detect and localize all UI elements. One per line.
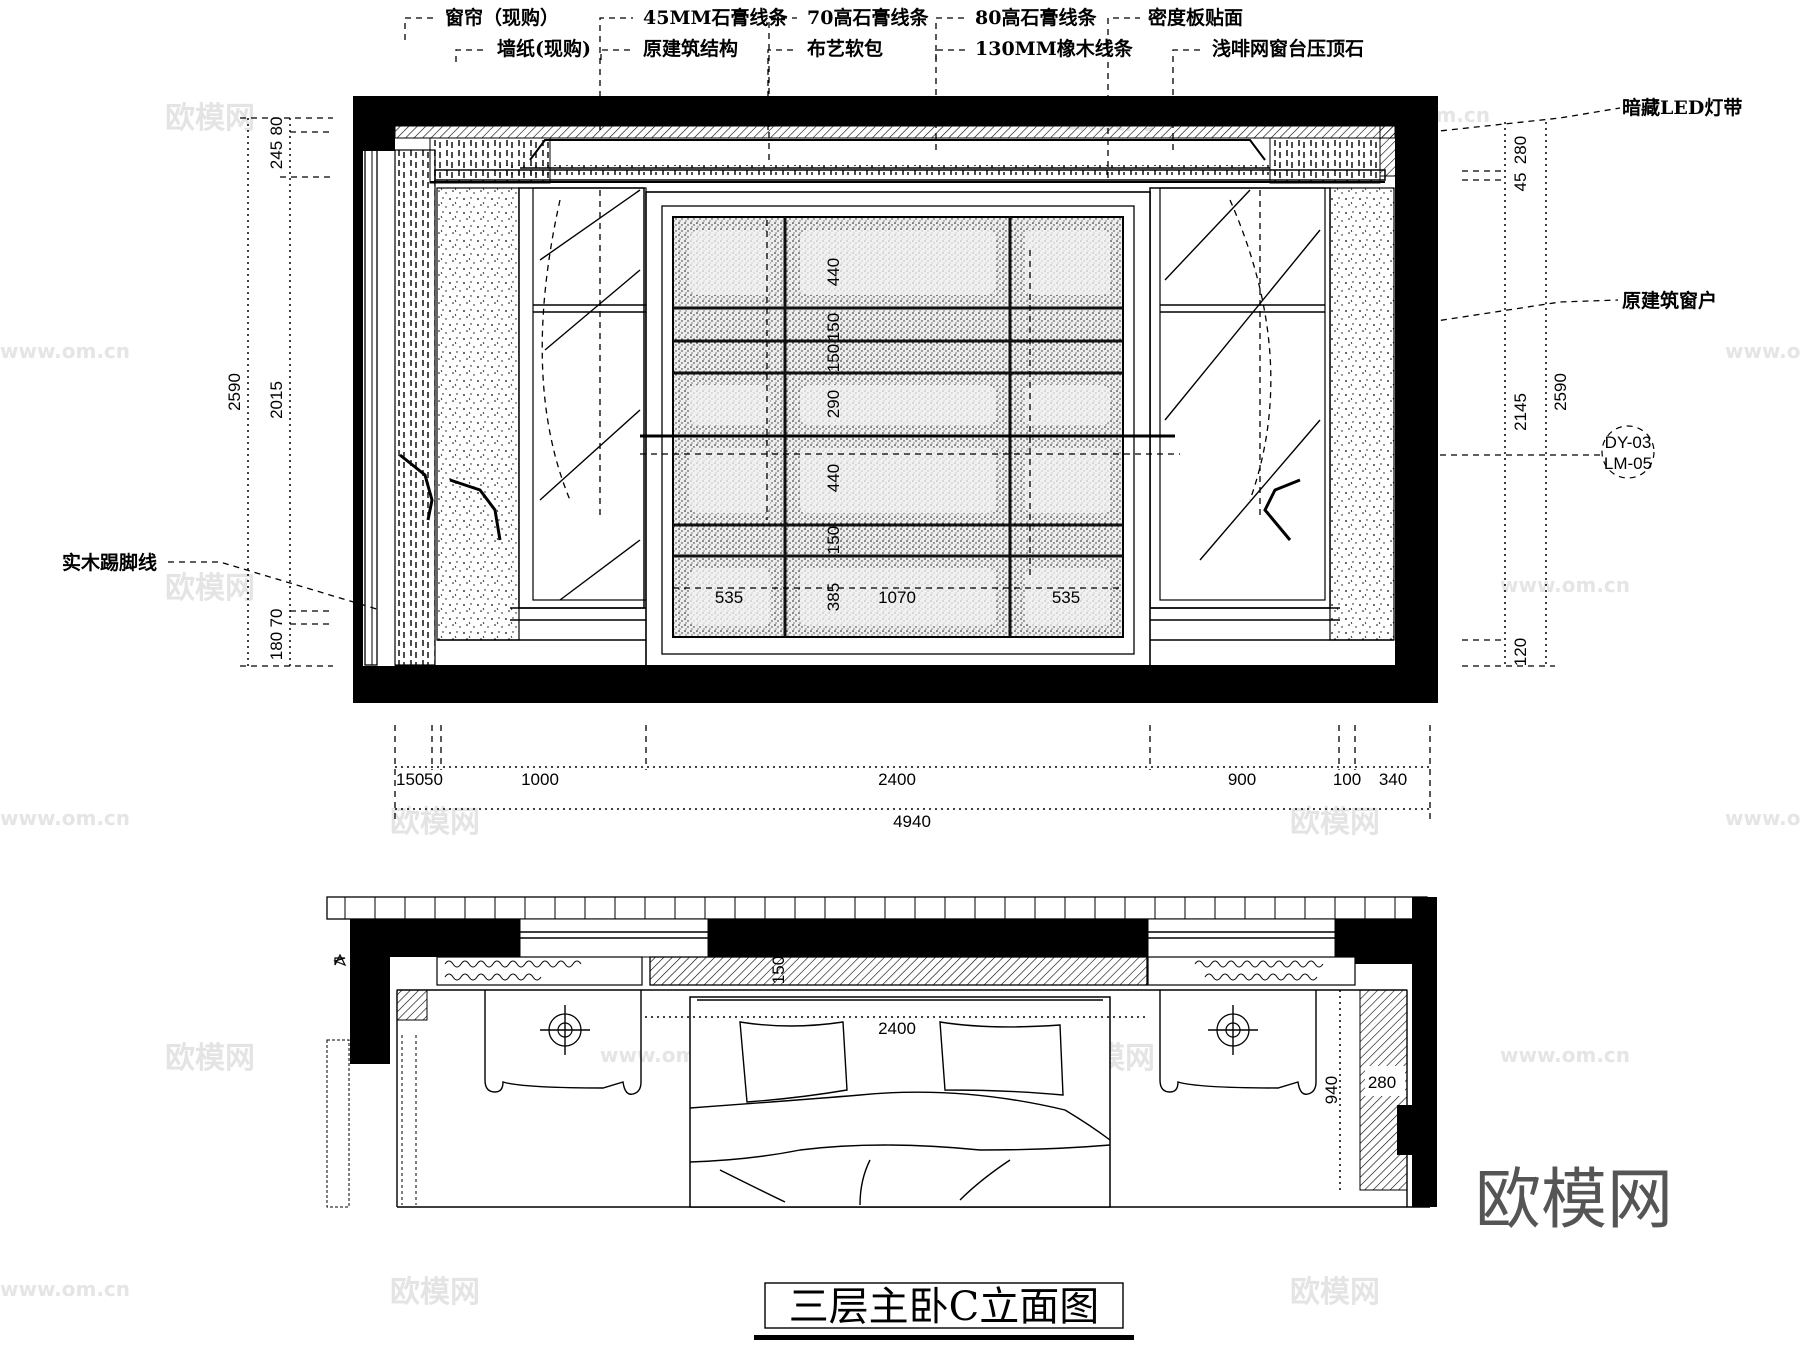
dentil-row — [500, 165, 1280, 175]
right-callouts: 暗藏LED灯带 原建筑窗户 — [1429, 96, 1742, 323]
side-width-dim: 280 — [1368, 1073, 1396, 1092]
svg-text:340: 340 — [1379, 770, 1407, 789]
svg-text:50: 50 — [424, 770, 443, 789]
svg-text:535: 535 — [715, 588, 743, 607]
svg-text:280: 280 — [1511, 136, 1530, 164]
callout-130mm-oak: 130MM橡木线条 — [975, 37, 1134, 60]
callout-curtain: 窗帘（现购） — [445, 6, 559, 29]
svg-text:100: 100 — [1333, 770, 1361, 789]
svg-text:440: 440 — [824, 464, 843, 492]
svg-text:80: 80 — [267, 117, 286, 136]
svg-text:245: 245 — [267, 141, 286, 169]
elevation-frame: 440 150 150 290 440 150 385 535 1070 535 — [353, 96, 1438, 703]
svg-text:900: 900 — [1228, 770, 1256, 789]
reference-tag: DY-03 LM-05 — [1601, 425, 1655, 479]
svg-text:欧模网: 欧模网 — [390, 1275, 480, 1310]
svg-text:150: 150 — [396, 770, 424, 789]
callout-70-plaster: 70高石膏线条 — [807, 6, 929, 29]
svg-text:150: 150 — [824, 313, 843, 341]
svg-text:180: 180 — [267, 632, 286, 660]
callout-led-strip: 暗藏LED灯带 — [1622, 96, 1742, 119]
svg-text:www.om.cn: www.om.cn — [0, 1277, 130, 1301]
right-nightstand — [1159, 990, 1317, 1095]
callout-sill-stone: 浅啡网窗台压顶石 — [1212, 37, 1364, 60]
svg-text:欧模网: 欧模网 — [165, 1041, 255, 1076]
left-dimensions: 2590 80 245 2015 70 180 — [225, 117, 333, 667]
bed: 2400 — [645, 996, 1148, 1208]
left-nightstand — [484, 990, 642, 1095]
svg-text:70: 70 — [267, 609, 286, 628]
svg-text:150: 150 — [824, 526, 843, 554]
svg-text:欧模网: 欧模网 — [1290, 1275, 1380, 1310]
plan-view: 150 2400 — [326, 896, 1437, 1208]
svg-text:45: 45 — [1511, 173, 1530, 192]
brand-logo: 欧模网 — [1475, 1161, 1673, 1238]
callout-mdf-veneer: 密度板贴面 — [1148, 6, 1243, 29]
headboard-panel: 440 150 150 290 440 150 385 535 1070 535 — [640, 216, 1180, 638]
drawing-title: 三层主卧C立面图 — [789, 1284, 1100, 1330]
top-callouts: 窗帘（现购） 45MM石膏线条 70高石膏线条 80高石膏线条 密度板贴面 墙纸… — [404, 6, 1364, 178]
callout-45mm-plaster: 45MM石膏线条 — [643, 6, 789, 29]
svg-text:欧模网: 欧模网 — [390, 805, 480, 840]
callout-fabric-panel: 布艺软包 — [807, 37, 883, 60]
drawing-title-block: 三层主卧C立面图 — [754, 1282, 1134, 1340]
svg-text:385: 385 — [824, 583, 843, 611]
callout-80-plaster: 80高石膏线条 — [975, 6, 1097, 29]
svg-text:LM-05: LM-05 — [1604, 454, 1652, 473]
callout-original-window: 原建筑窗户 — [1622, 289, 1717, 312]
svg-text:290: 290 — [824, 390, 843, 418]
svg-text:欧模网: 欧模网 — [165, 571, 255, 606]
bed-width-dim: 2400 — [878, 1019, 916, 1038]
callout-wallpaper: 墙纸(现购) — [497, 37, 591, 60]
side-depth-dim: 940 — [1322, 1076, 1341, 1104]
left-window — [510, 187, 647, 621]
svg-text:535: 535 — [1052, 588, 1080, 607]
svg-text:DY-03: DY-03 — [1605, 433, 1652, 452]
svg-text:2015: 2015 — [267, 381, 286, 419]
svg-text:欧模网: 欧模网 — [1290, 805, 1380, 840]
svg-text:2145: 2145 — [1511, 393, 1530, 431]
svg-text:150: 150 — [824, 344, 843, 372]
right-dim-outer: 2590 — [1551, 373, 1570, 411]
svg-text:www.om.cn: www.om.cn — [1725, 339, 1800, 363]
svg-text:150: 150 — [769, 956, 788, 984]
svg-text:440: 440 — [824, 258, 843, 286]
right-window — [1149, 187, 1340, 621]
right-dimensions: 280 45 2145 120 2590 DY-03 LM-05 — [1440, 122, 1655, 667]
svg-text:www.om.cn: www.om.cn — [0, 339, 130, 363]
svg-text:www.om.cn: www.om.cn — [1725, 806, 1800, 830]
svg-text:1000: 1000 — [521, 770, 559, 789]
callout-skirting: 实木踢脚线 — [62, 551, 157, 574]
bottom-dimensions: 150 50 1000 2400 900 100 340 4940 — [394, 725, 1431, 831]
svg-text:www.om.cn: www.om.cn — [1500, 1043, 1630, 1067]
callout-original-structure: 原建筑结构 — [643, 37, 738, 60]
left-callouts: 实木踢脚线 — [62, 551, 381, 611]
svg-text:www.om.cn: www.om.cn — [0, 806, 130, 830]
svg-text:www.om.cn: www.om.cn — [1500, 573, 1630, 597]
svg-text:120: 120 — [1511, 638, 1530, 666]
svg-text:2400: 2400 — [878, 770, 916, 789]
total-width: 4940 — [893, 812, 931, 831]
left-dim-outer: 2590 — [225, 373, 244, 411]
svg-text:1070: 1070 — [878, 588, 916, 607]
